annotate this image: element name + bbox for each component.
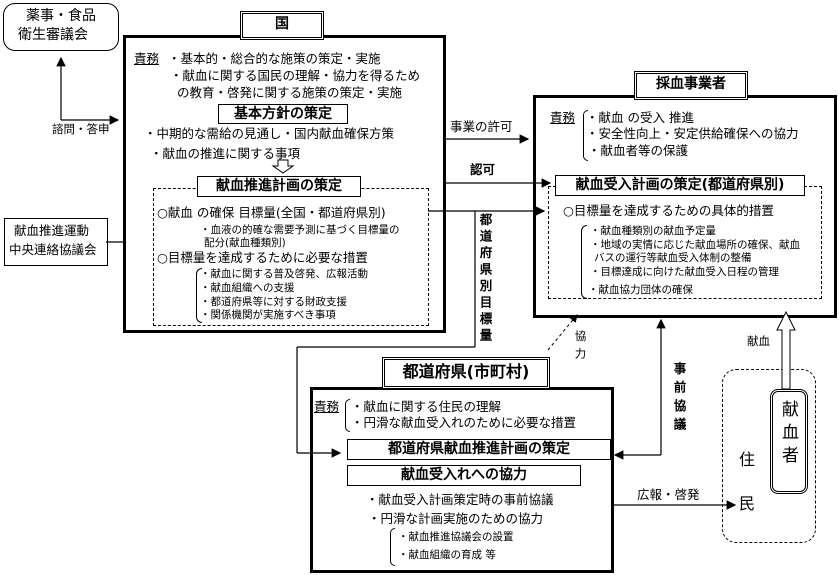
pr-label: 広報・啓発 — [637, 487, 700, 502]
prefecture-sub-brace — [390, 528, 395, 566]
cooperation-label: 協力 — [573, 330, 588, 365]
promotion-item-2: ・血液の的確な需要予測に基づく目標量の — [200, 224, 400, 236]
prefecture-target-label: 都道府県別目標量 — [477, 213, 493, 345]
promotion-plan-title: 献血推進計画の策定 — [197, 176, 361, 197]
donor-label: 献血者 — [778, 400, 798, 469]
residents-area — [722, 369, 816, 543]
consult-label: 諮問・答申 — [52, 122, 110, 136]
cooperation-arrow — [547, 314, 578, 351]
basic-policy-item-1: ・中期的な需給の見通し・国内献血確保方策 — [144, 126, 395, 141]
prefecture-target-connector — [296, 211, 476, 458]
liaison-line2: 中央連絡協議会 — [9, 242, 97, 257]
collector-plan-item-4: ・目標達成に向けた献血受入日程の管理 — [590, 266, 779, 278]
kuni-duty-label: 責務 — [134, 51, 160, 66]
collector-plan-title: 献血受入計画の策定(都道府県別) — [555, 175, 805, 196]
council-line2: 衛生審議会 — [18, 27, 88, 43]
policy-to-plan-arrow-icon — [271, 159, 295, 174]
council-box — [3, 3, 119, 51]
liaison-line1: 献血推進運動 — [14, 223, 90, 238]
residents-label-top: 住 — [739, 450, 756, 469]
residents-label-bottom: 民 — [739, 494, 756, 513]
promotion-item-1: ○献血 の確保 目標量(全国・都道府県別) — [157, 205, 386, 220]
kuni-duty-2: ・献血に関する国民の理解・協力を得るため — [170, 68, 421, 83]
prefecture-plan-title: 都道府県献血推進計画の策定 — [347, 439, 611, 460]
donation-label: 献血 — [747, 334, 770, 348]
council-line1: 薬事・食品 — [26, 8, 96, 24]
basic-policy-title: 基本方針の策定 — [218, 104, 348, 124]
measures-brace — [196, 268, 202, 323]
prefecture-duty-2: ・円滑な献血受入れのために必要な措置 — [351, 415, 577, 430]
collector-duty-2: ・安全性向上・安定供給確保への協力 — [586, 126, 799, 141]
prefecture-coop-item-2: ・円滑な計画実施のための協力 — [368, 511, 544, 526]
collector-plan-item-1: ・献血種類別の献血予定量 — [590, 225, 716, 237]
collector-plan-item-3: バスの運行等献血受入体制の整備 — [594, 252, 752, 264]
promotion-item-3: 配分(献血種類別) — [204, 237, 286, 249]
collector-title: 採血事業者 — [634, 71, 748, 100]
prefecture-sub-item-1: ・献血推進協議会の設置 — [398, 531, 514, 543]
prior-consultation-label: 事前協議 — [671, 362, 687, 436]
prefecture-duty-label: 責務 — [314, 399, 340, 414]
prefecture-title: 都道府県(市町村) — [382, 357, 550, 389]
approval-label: 認可 — [470, 162, 496, 177]
donation-arrow-icon — [776, 310, 796, 390]
collector-plan-heading: ○目標量を達成するための具体的措置 — [563, 203, 774, 218]
kuni-title: 国 — [240, 11, 324, 40]
basic-policy-item-2: ・献血の推進に関する事項 — [150, 146, 301, 161]
business-license-label: 事業の許可 — [450, 119, 513, 134]
collector-plan-brace — [581, 225, 587, 299]
prefecture-coop-item-1: ・献血受入計画策定時の事前協議 — [366, 492, 554, 507]
consult-connector — [56, 56, 120, 125]
prefecture-sub-item-2: ・献血組織の育成 等 — [398, 549, 496, 561]
measure-2: ・献血組織への支援 — [200, 282, 295, 294]
measure-4: ・関係機関が実施すべき事項 — [200, 309, 336, 321]
kuni-duty-1: ・基本的・総合的な施策の策定・実施 — [168, 51, 381, 66]
collector-duty-brace — [583, 110, 588, 161]
measure-3: ・都道府県等に対する財政支援 — [200, 296, 347, 308]
prefecture-duty-brace — [345, 399, 350, 432]
collector-duty-label: 責務 — [550, 110, 576, 125]
prefecture-coop-title: 献血受入れへの協力 — [347, 465, 581, 486]
promotion-item-4: ○目標量を達成するために必要な措置 — [157, 250, 368, 265]
donor-box — [770, 389, 808, 494]
collector-duty-1: ・献血 の受入 推進 — [586, 110, 694, 125]
kuni-duty-3: の教育・啓発に関する施策の策定・実施 — [177, 85, 403, 100]
collector-plan-item-5: ・献血協力団体の確保 — [588, 284, 693, 296]
collector-plan-item-2: ・地域の実情に応じた献血場所の確保、献血 — [590, 239, 800, 251]
collector-duty-3: ・献血者等の保護 — [588, 143, 689, 158]
prior-consultation-connector — [613, 318, 666, 460]
prefecture-duty-1: ・献血に関する住民の理解 — [351, 399, 502, 414]
measure-1: ・献血に関する普及啓発、広報活動 — [200, 268, 368, 280]
